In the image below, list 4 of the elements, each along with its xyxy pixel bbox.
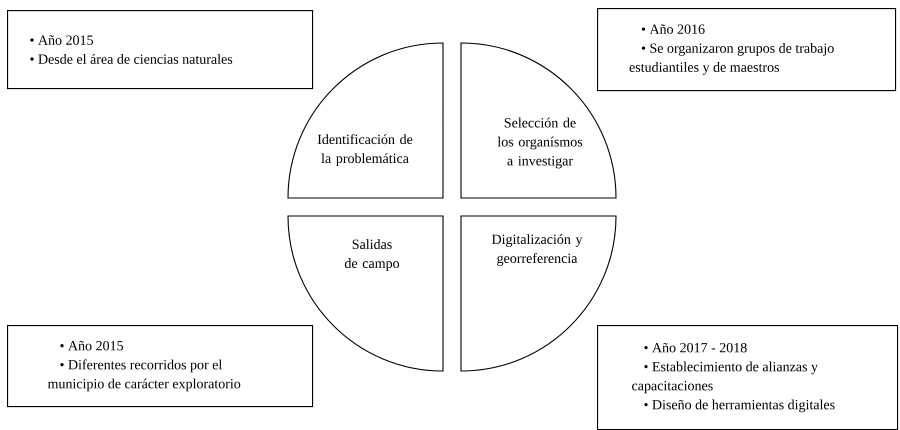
text-box: • Año 2017 - 2018 • Establecimiento de alianzas y capacitaciones • Diseño de herramientas digitales [597, 325, 898, 430]
text-box: • Año 2015 • Desde el área de ciencias naturales [7, 10, 314, 90]
text-box: • Año 2016 • Se organizaron grupos de trabajo estudiantiles y de maestros [597, 8, 896, 92]
text-box: • Año 2015 • Diferentes recorridos por el municipio de carácter exploratorio [7, 325, 314, 408]
